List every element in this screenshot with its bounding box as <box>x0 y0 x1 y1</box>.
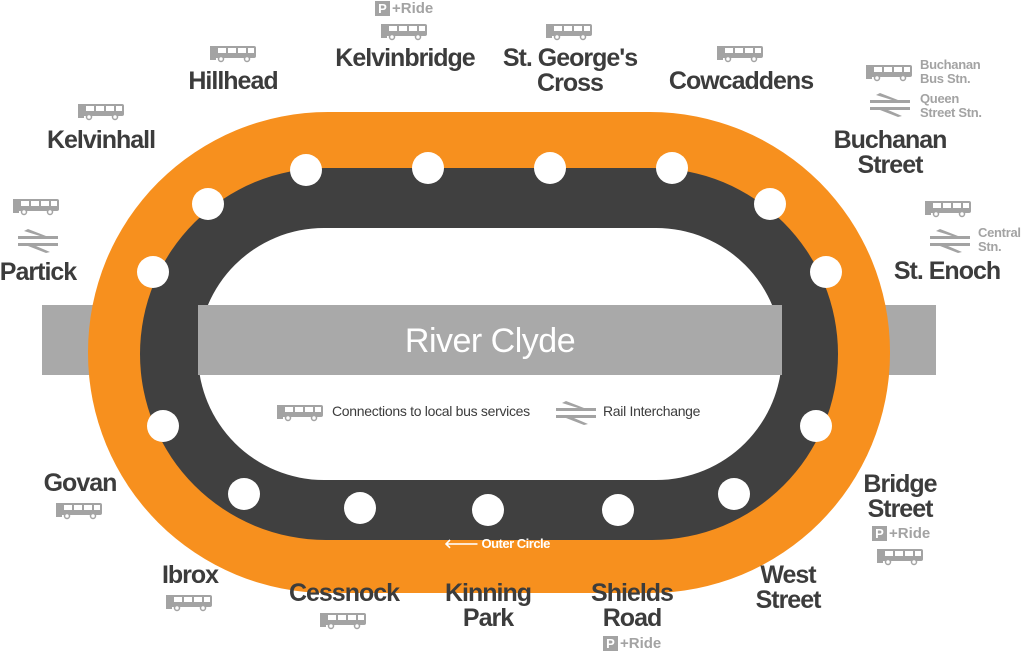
river-label: River Clyde <box>404 322 576 360</box>
bus-icon <box>276 404 324 422</box>
bus-icon <box>55 502 103 520</box>
station-cessnock[interactable]: Cessnock <box>288 579 400 607</box>
bus-icon <box>716 45 764 63</box>
station-stop-marker[interactable] <box>810 256 842 288</box>
bus-icon <box>876 548 924 566</box>
river-band-inner <box>198 305 782 375</box>
station-govan[interactable]: Govan <box>43 469 118 497</box>
station-kelvinhall[interactable]: Kelvinhall <box>46 126 156 154</box>
station-stop-marker[interactable] <box>602 494 634 526</box>
bus-icon <box>924 200 972 218</box>
park-and-ride-badge: P+Ride <box>603 635 661 652</box>
bus-icon <box>865 64 913 82</box>
park-and-ride-badge: P+Ride <box>872 525 930 542</box>
bus-icon <box>77 103 125 121</box>
station-st-enoch[interactable]: St. Enoch <box>893 257 1001 285</box>
station-stop-marker[interactable] <box>656 152 688 184</box>
station-stop-marker[interactable] <box>228 478 260 510</box>
legend-bus-label: Connections to local bus services <box>332 403 530 419</box>
station-stop-marker[interactable] <box>290 154 322 186</box>
rail-icon <box>930 229 970 253</box>
station-kelvinbridge[interactable]: Kelvinbridge <box>335 44 475 72</box>
outer-circle-label: 🡐 Outer Circle <box>444 536 550 551</box>
station-stop-marker[interactable] <box>147 410 179 442</box>
bus-icon <box>319 612 367 630</box>
station-stop-marker[interactable] <box>754 188 786 220</box>
station-stop-marker[interactable] <box>472 494 504 526</box>
station-stop-marker[interactable] <box>412 152 444 184</box>
bus-icon <box>209 45 257 63</box>
station-stop-marker[interactable] <box>192 188 224 220</box>
park-and-ride-badge: P+Ride <box>375 0 433 17</box>
bus-icon <box>165 594 213 612</box>
station-partick[interactable]: Partick <box>0 258 77 286</box>
bus-icon <box>545 23 593 41</box>
bus-icon <box>380 23 428 41</box>
rail-icon <box>870 93 910 117</box>
rail-icon <box>556 401 596 425</box>
station-hillhead[interactable]: Hillhead <box>188 67 278 95</box>
station-stop-marker[interactable] <box>800 410 832 442</box>
station-stop-marker[interactable] <box>137 256 169 288</box>
station-ibrox[interactable]: Ibrox <box>161 561 219 589</box>
legend-rail-label: Rail Interchange <box>603 403 701 419</box>
rail-icon <box>18 229 58 253</box>
bus-icon <box>12 198 60 216</box>
station-stop-marker[interactable] <box>344 492 376 524</box>
station-stop-marker[interactable] <box>534 152 566 184</box>
station-cowcaddens[interactable]: Cowcaddens <box>668 67 814 95</box>
inner-circle-label: Inner Circle ➜ <box>445 468 525 483</box>
station-stop-marker[interactable] <box>718 478 750 510</box>
